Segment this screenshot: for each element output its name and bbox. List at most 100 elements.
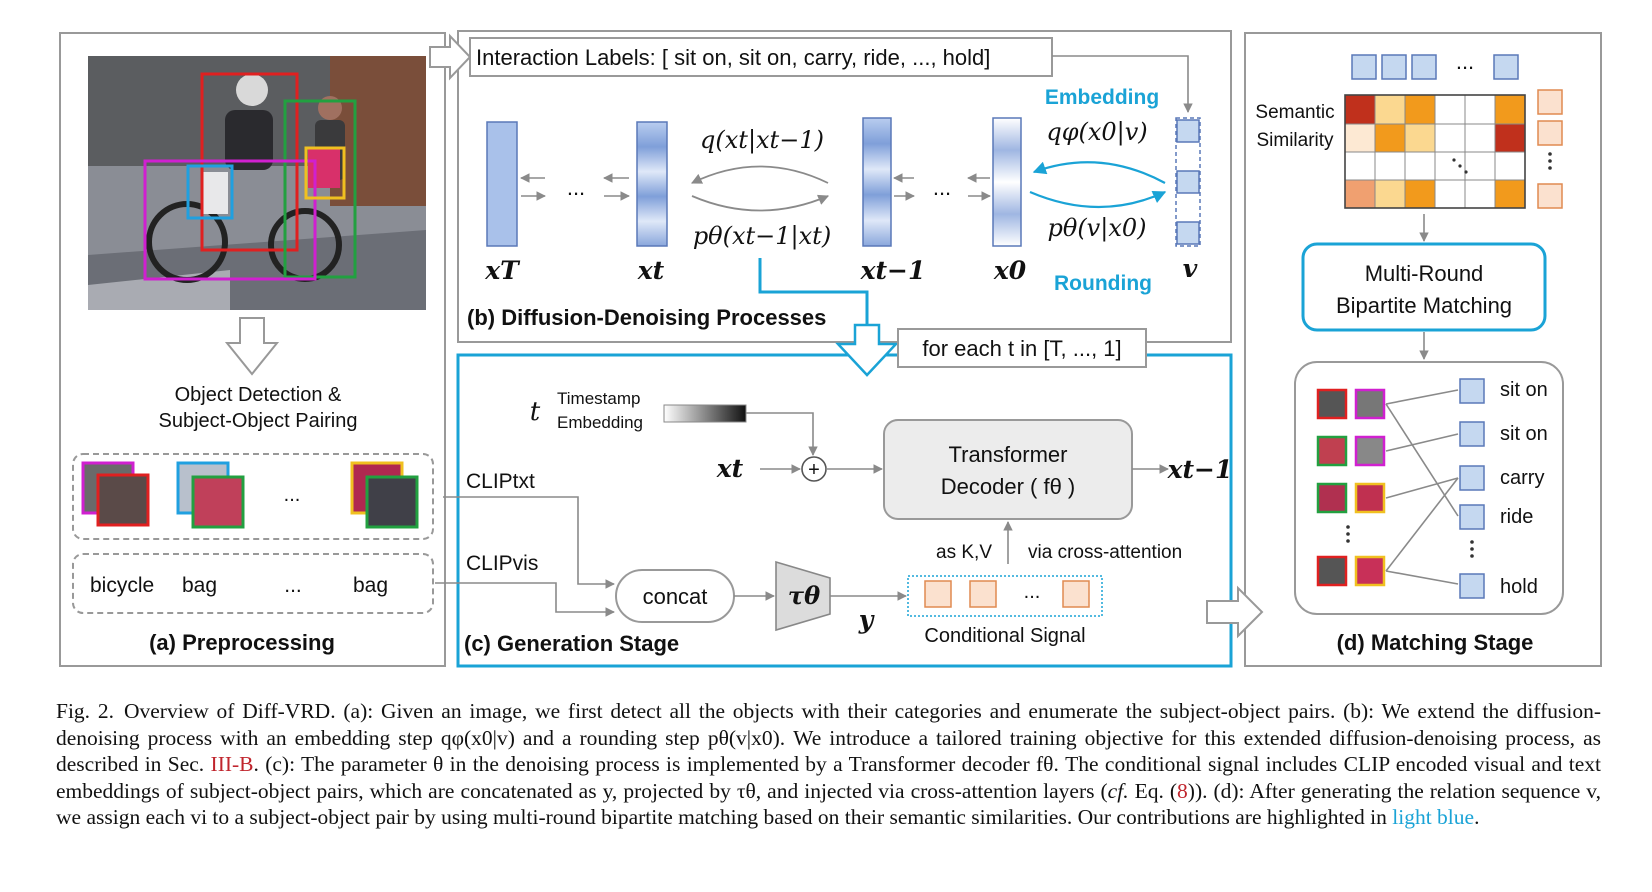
category-label-ellipsis: ... — [284, 574, 302, 597]
chain-dots-2: ... — [933, 175, 951, 200]
panel-a-title: (a) Preprocessing — [149, 630, 335, 655]
embedding-arrow — [1032, 161, 1166, 184]
relation-row-dots: ... — [1456, 49, 1474, 74]
as-kv-label: as K,V — [936, 542, 992, 563]
projection-tau-node — [775, 560, 831, 632]
add-symbol: + — [808, 459, 820, 481]
semantic-line-1: Semantic — [1255, 102, 1334, 123]
pair-vector-column — [1537, 89, 1563, 209]
caption-text-1: Overview of Diff-VRD. (a): Given an imag… — [56, 699, 1601, 777]
bbox-green — [283, 99, 357, 279]
panel-b-frame — [457, 30, 1232, 343]
similarity-heatmap — [1344, 94, 1526, 209]
t-symbol: t — [530, 397, 541, 427]
semantic-line-2: Similarity — [1256, 130, 1334, 151]
matching-line-1: Multi-Round — [1365, 261, 1484, 286]
stage-connector — [758, 258, 869, 325]
matching-lines — [1385, 389, 1459, 585]
latent-bar-xt — [636, 121, 668, 247]
caption-text-4: )). (d): After generating the relation s… — [56, 778, 1601, 830]
transformer-line-2: Decoder ( fθ ) — [941, 474, 1076, 499]
step-line-2: Subject-Object Pairing — [159, 410, 358, 432]
pair-crop-1 — [81, 461, 150, 527]
pair-crops-box — [72, 453, 434, 540]
latent-bar-xT — [486, 121, 518, 247]
interaction-labels: Interaction Labels: [ sit on, sit on, ca… — [476, 45, 990, 70]
panel-c-title: (c) Generation Stage — [464, 631, 679, 656]
category-labels-box — [72, 553, 434, 614]
xt-label: xt — [637, 256, 665, 285]
matching-result-box — [1294, 361, 1564, 615]
v-label: v — [1183, 254, 1198, 283]
cond-token-3 — [1062, 580, 1090, 608]
caption-text-5: . — [1474, 805, 1480, 830]
figure-diagram: Object Detection & Subject-Object Pairin… — [59, 30, 1602, 668]
caption-section-ref[interactable]: III-B — [210, 752, 254, 777]
relation-label-1: sit on — [1500, 379, 1548, 401]
heatmap-diagonal-dots — [1452, 158, 1468, 174]
cond-token-dots: ... — [1024, 581, 1041, 603]
caption-equation-ref[interactable]: 8 — [1177, 778, 1188, 803]
forward-arrow — [691, 194, 829, 212]
rounding-p-label: pθ(v|x0) — [1048, 214, 1147, 243]
timestamp-embedding-bar — [663, 404, 747, 423]
panel-d-title: (d) Matching Stage — [1337, 630, 1534, 655]
bbox-cyan — [186, 164, 234, 220]
forward-q-label: q(xt|xt−1) — [700, 126, 824, 155]
reverse-arrow — [691, 165, 829, 184]
timestamp-line-2: Embedding — [557, 413, 643, 432]
category-label-bag: bag — [182, 574, 217, 597]
clip-txt-label: CLIPtxt — [466, 470, 535, 493]
stage-down-arrow-icon — [835, 323, 899, 377]
xT-label: xT — [484, 256, 521, 285]
panel-d-frame — [1244, 32, 1602, 667]
panel-b-title: (b) Diffusion-Denoising Processes — [467, 305, 826, 330]
pair-crop-2 — [176, 461, 245, 529]
figure-caption: Fig. 2.Overview of Diff-VRD. (a): Given … — [56, 698, 1601, 831]
step-line-1: Object Detection & — [175, 384, 342, 406]
caption-text-2: . (c): The parameter θ in the denoising … — [56, 752, 1601, 803]
reverse-p-label: pθ(xt−1|xt) — [693, 222, 831, 251]
matching-line-2: Bipartite Matching — [1336, 293, 1512, 318]
relation-vector-row — [1351, 54, 1519, 80]
tau-label: τθ — [788, 581, 820, 610]
y-label: y — [858, 605, 875, 634]
to-matching-arrow-icon — [1206, 585, 1264, 639]
pair-crops-ellipsis: ... — [284, 484, 301, 506]
xt-1-output-label: xt−1 — [1167, 455, 1233, 484]
relation-label-5: hold — [1500, 576, 1538, 598]
xt-1-label: xt−1 — [860, 256, 926, 285]
relation-label-2: sit on — [1500, 423, 1548, 445]
subject-object-pairs — [1316, 388, 1386, 587]
bbox-yellow — [304, 146, 346, 200]
caption-label: Fig. 2. — [56, 699, 114, 723]
panel-a-frame — [59, 32, 446, 667]
latent-bar-xt-1 — [862, 117, 892, 247]
rounding-arrow — [1029, 190, 1167, 209]
category-label-bag-2: bag — [353, 574, 388, 597]
concat-label: concat — [643, 584, 708, 609]
conditional-signal-label: Conditional Signal — [924, 625, 1085, 647]
labels-to-v-arrow — [1052, 55, 1193, 113]
latent-bar-x0 — [992, 117, 1022, 247]
rounding-label: Rounding — [1054, 272, 1152, 295]
embedding-q-label: qφ(x0|v) — [1046, 118, 1147, 147]
bipartite-matching-box — [1301, 242, 1547, 332]
chain-dots-1: ... — [567, 175, 585, 200]
transformer-line-1: Transformer — [949, 442, 1068, 467]
input-photo — [88, 56, 426, 310]
cond-token-1 — [924, 580, 952, 608]
bbox-magenta — [143, 159, 317, 281]
relation-label-3: carry — [1500, 467, 1544, 489]
label-embedding-vector — [1175, 117, 1201, 247]
down-arrow-icon — [224, 317, 280, 376]
caption-highlight: light blue — [1392, 805, 1475, 830]
for-each-box — [897, 328, 1147, 368]
clip-vis-label: CLIPvis — [466, 552, 538, 575]
category-label-bicycle: bicycle — [90, 574, 154, 597]
caption-text-3: Eq. ( — [1128, 778, 1178, 803]
conditional-signal-box — [907, 575, 1103, 617]
x0-label: x0 — [993, 256, 1027, 285]
relation-boxes — [1459, 378, 1485, 599]
timestamp-line-1: Timestamp — [557, 389, 640, 408]
